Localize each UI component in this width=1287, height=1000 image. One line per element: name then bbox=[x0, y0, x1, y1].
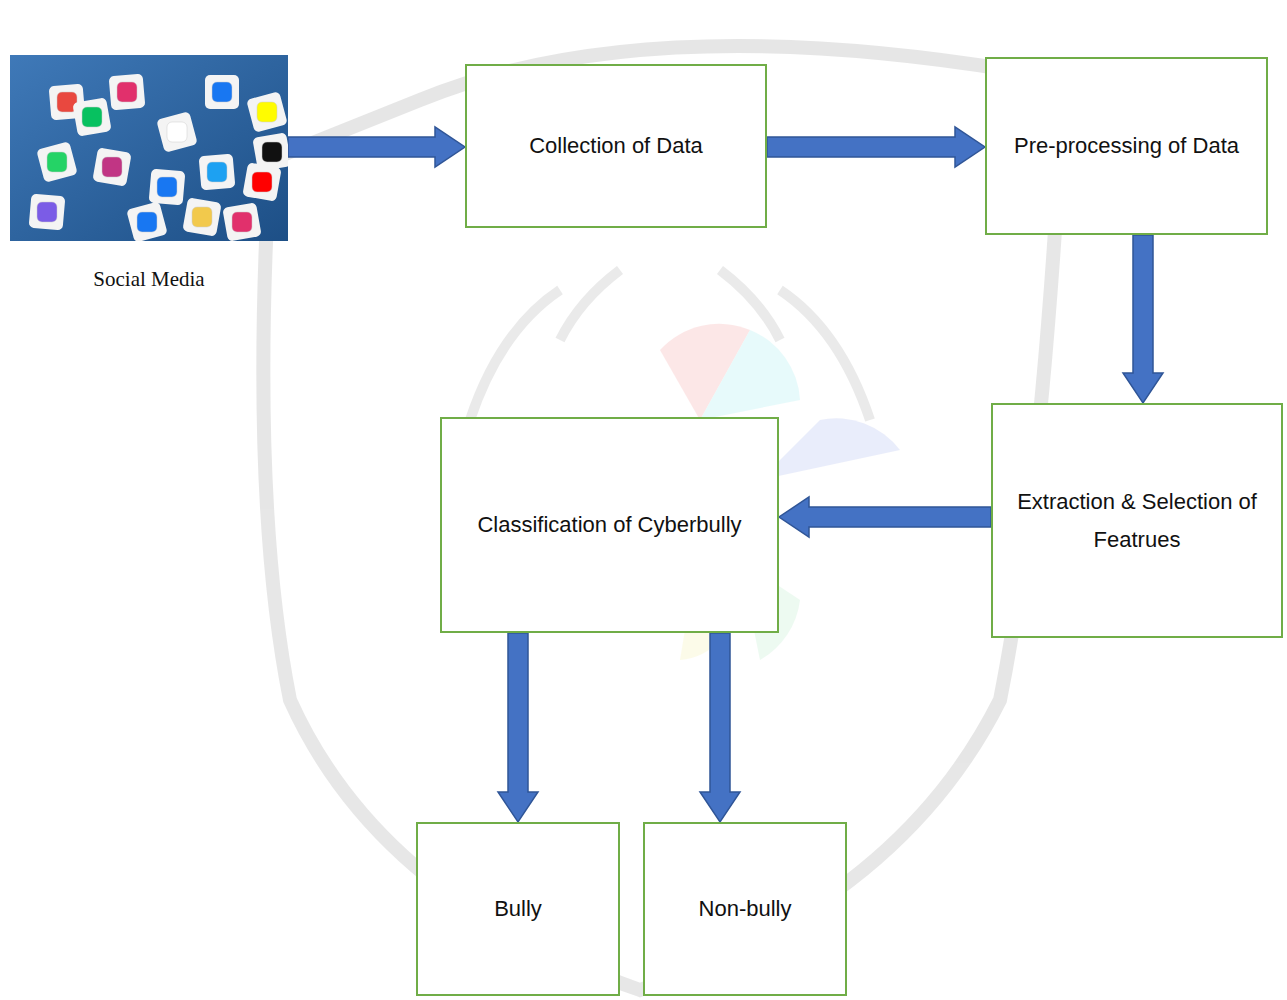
process-box: Extraction & Selection of Featrues bbox=[991, 403, 1283, 638]
box-label: Non-bully bbox=[699, 890, 792, 927]
picture-caption: Social Media bbox=[10, 267, 288, 292]
block-arrow bbox=[288, 127, 465, 167]
block-arrow bbox=[498, 633, 538, 822]
process-box: Pre-processing of Data bbox=[985, 57, 1268, 235]
block-arrow bbox=[779, 497, 991, 537]
process-box: Classification of Cyberbully bbox=[440, 417, 779, 633]
social-media-illustration bbox=[10, 55, 288, 241]
box-label: Classification of Cyberbully bbox=[477, 506, 741, 543]
box-label: Pre-processing of Data bbox=[1014, 127, 1239, 164]
box-label: Collection of Data bbox=[529, 127, 703, 164]
block-arrow bbox=[767, 127, 985, 167]
block-arrow bbox=[700, 633, 740, 822]
process-box: Collection of Data bbox=[465, 64, 767, 228]
box-label: Extraction & Selection of Featrues bbox=[1005, 483, 1269, 558]
social-media-picture: Social Media bbox=[10, 55, 288, 292]
process-box: Non-bully bbox=[643, 822, 847, 996]
block-arrow bbox=[1123, 235, 1163, 403]
process-box: Bully bbox=[416, 822, 620, 996]
box-label: Bully bbox=[494, 890, 542, 927]
